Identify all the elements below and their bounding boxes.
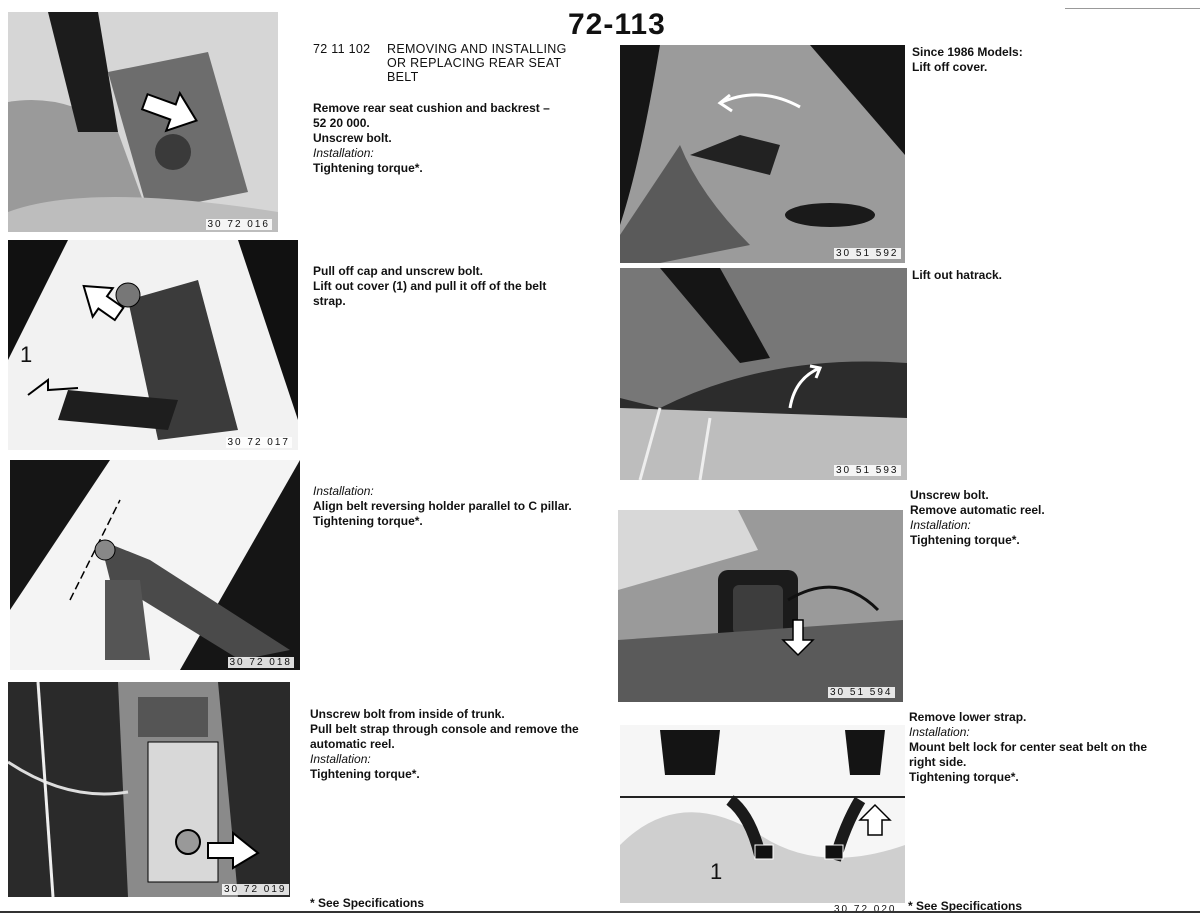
figure-label: 30 72 016	[205, 219, 272, 230]
step-line: Remove automatic reel.	[910, 503, 1045, 517]
step-line: Remove rear seat cushion and backrest –	[313, 101, 550, 115]
photo-illustration	[620, 268, 907, 480]
step-line: Lift off cover.	[912, 60, 988, 74]
step-text-1: Remove rear seat cushion and backrest – …	[313, 101, 550, 176]
figure-photo-lower-strap: 1	[620, 725, 905, 903]
section-title-line-2: OR REPLACING REAR SEAT	[387, 56, 562, 70]
footnote-left: * See Specifications	[310, 896, 425, 910]
step-text-3: Installation: Align belt reversing holde…	[313, 484, 572, 529]
step-line: Since 1986 Models:	[912, 45, 1023, 59]
figure-photo-reversing-holder: 30 72 018	[10, 460, 300, 670]
step-line: Installation:	[909, 725, 970, 739]
figure-photo-rear-seat-anchor: 30 72 016	[8, 12, 278, 232]
step-text-2: Pull off cap and unscrew bolt. Lift out …	[313, 264, 546, 309]
figure-photo-cover: 30 51 592	[620, 45, 905, 263]
step-line: Lift out cover (1) and pull it off of th…	[313, 279, 547, 293]
callout-number: 1	[710, 859, 723, 884]
figure-photo-belt-cover: 1 30 72 017	[8, 240, 298, 450]
photo-illustration	[620, 725, 905, 903]
figure-label: 30 72 020	[832, 904, 899, 915]
photo-illustration	[8, 682, 290, 897]
photo-illustration	[10, 460, 300, 670]
step-line: Lift out hatrack.	[912, 268, 1003, 282]
step-line: Mount belt lock for center seat belt on …	[909, 740, 1148, 754]
step-text-6: Lift out hatrack.	[912, 268, 1002, 283]
step-text-5: Since 1986 Models: Lift off cover.	[912, 45, 1023, 75]
step-line: Installation:	[313, 146, 374, 160]
step-text-7: Unscrew bolt. Remove automatic reel. Ins…	[910, 488, 1045, 548]
figure-label: 30 72 018	[227, 657, 294, 668]
figure-label: 30 72 017	[225, 437, 292, 448]
step-line: Installation:	[313, 484, 374, 498]
photo-illustration	[618, 510, 903, 702]
photo-illustration	[8, 12, 278, 232]
section-title-line-3: BELT	[387, 70, 419, 84]
step-line: Tightening torque*.	[909, 770, 1019, 784]
step-line: Unscrew bolt.	[910, 488, 989, 502]
step-line: Unscrew bolt from inside of trunk.	[310, 707, 505, 721]
step-text-4: Unscrew bolt from inside of trunk. Pull …	[310, 707, 579, 782]
step-line: Tightening torque*.	[313, 161, 423, 175]
step-line: automatic reel.	[310, 737, 395, 751]
step-line: Tightening torque*.	[313, 514, 423, 528]
footnote-right: * See Specifications	[908, 899, 1023, 913]
step-line: Tightening torque*.	[310, 767, 420, 781]
callout-number: 1	[20, 342, 33, 367]
section-code: 72 11 102	[313, 42, 371, 56]
step-line: 52 20 000.	[313, 116, 370, 130]
page-number: 72-113	[568, 8, 666, 41]
figure-photo-hatrack: 30 51 593	[620, 268, 907, 480]
photo-illustration	[620, 45, 905, 263]
section-heading: 72 11 102 REMOVING AND INSTALLING OR REPL…	[313, 42, 567, 84]
step-line: Installation:	[310, 752, 371, 766]
step-line: Pull belt strap through console and remo…	[310, 722, 579, 736]
figure-label: 30 72 019	[222, 884, 289, 895]
step-line: Unscrew bolt.	[313, 131, 392, 145]
bottom-rule	[0, 911, 1200, 913]
step-line: right side.	[909, 755, 967, 769]
step-line: strap.	[313, 294, 346, 308]
step-line: Tightening torque*.	[910, 533, 1020, 547]
step-line: Pull off cap and unscrew bolt.	[313, 264, 484, 278]
photo-illustration	[8, 240, 298, 450]
top-rule	[1065, 8, 1200, 9]
section-title-line-1: REMOVING AND INSTALLING	[387, 42, 567, 56]
step-line: Align belt reversing holder parallel to …	[313, 499, 572, 513]
step-text-8: Remove lower strap. Installation: Mount …	[909, 710, 1147, 785]
figure-label: 30 51 593	[834, 465, 901, 476]
figure-photo-trunk-console: 30 72 019	[8, 682, 290, 897]
figure-label: 30 51 594	[828, 687, 895, 698]
figure-label: 30 51 592	[834, 248, 901, 259]
step-line: Installation:	[910, 518, 971, 532]
step-line: Remove lower strap.	[909, 710, 1027, 724]
figure-photo-automatic-reel: 30 51 594	[618, 510, 903, 702]
